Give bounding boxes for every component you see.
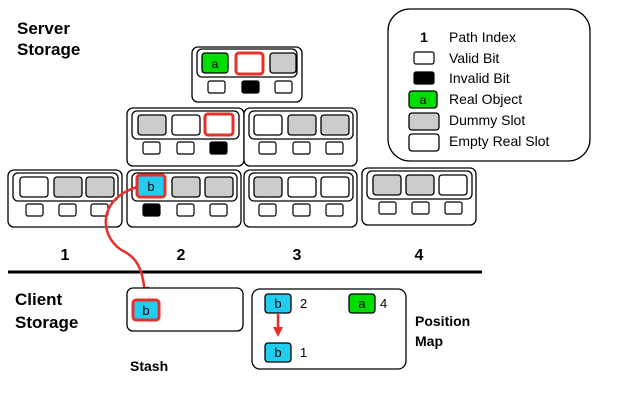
legend-label: Real Object	[449, 91, 522, 107]
dummy-slot	[287, 114, 317, 136]
dummy-slot	[204, 176, 234, 198]
valid-bit	[207, 80, 226, 94]
empty-slot	[253, 114, 283, 136]
stash-object	[131, 298, 161, 322]
invalid-bit	[241, 80, 260, 94]
server-storage-heading: Server	[17, 19, 70, 38]
position-map-label-2: Map	[415, 333, 443, 349]
client-storage-heading: Client	[15, 290, 63, 309]
empty-slot	[287, 176, 317, 198]
position-map-object-label: b	[274, 345, 281, 360]
dummy-slot	[171, 176, 201, 198]
client-storage-heading-2: Storage	[15, 313, 78, 332]
server-storage-heading-2: Storage	[17, 40, 80, 59]
empty-slot	[438, 174, 468, 196]
dummy-slot	[405, 174, 435, 196]
tree-leaf-bucket-3	[243, 169, 358, 228]
legend-label: Valid Bit	[449, 50, 499, 66]
position-map-object	[348, 293, 376, 314]
legend-label: Path Index	[449, 29, 516, 45]
path-index-label: 1	[61, 247, 70, 264]
position-map-object-label: a	[358, 296, 366, 311]
valid-bit	[274, 80, 293, 94]
path-index-label: 3	[293, 247, 302, 264]
empty-slot	[171, 114, 201, 136]
position-map-path: 1	[300, 345, 307, 360]
tree-level1-right-bucket	[243, 107, 358, 167]
legend-path-index-symbol: 1	[420, 29, 428, 45]
tree-leaf-bucket-4	[361, 167, 477, 226]
valid-bit	[292, 141, 311, 155]
legend-real-object-icon	[408, 90, 438, 109]
valid-bit	[176, 203, 195, 217]
valid-bit	[142, 141, 161, 155]
legend-empty-slot-icon	[408, 133, 440, 152]
stash-object-label: b	[142, 303, 149, 318]
empty-slot	[320, 176, 350, 198]
legend-invalid-bit-icon	[413, 71, 435, 85]
legend-label: Empty Real Slot	[449, 133, 549, 149]
slot-object-label: b	[147, 179, 154, 194]
valid-bit	[176, 141, 195, 155]
valid-bit	[411, 201, 430, 215]
legend-real-object-symbol: a	[420, 93, 427, 107]
valid-bit	[90, 203, 109, 217]
empty-slot-highlighted	[203, 112, 235, 137]
position-map-object-label: b	[274, 296, 281, 311]
real-object-slot	[201, 52, 229, 74]
position-map-object	[264, 293, 292, 314]
valid-bit	[444, 201, 463, 215]
eviction-arrow	[104, 185, 150, 297]
position-map-path: 2	[300, 296, 307, 311]
dummy-slot	[53, 176, 83, 198]
legend-label: Invalid Bit	[449, 70, 510, 86]
stash-box: b	[126, 287, 244, 332]
dummy-slot	[85, 176, 115, 198]
position-map-box: b 2 a 4 b 1	[251, 288, 407, 370]
legend-valid-bit-icon	[413, 51, 435, 65]
dummy-slot	[253, 176, 283, 198]
real-object-slot-highlighted	[135, 173, 167, 199]
valid-bit	[258, 203, 277, 217]
position-map-object	[264, 342, 292, 363]
valid-bit	[25, 203, 44, 217]
stash-label: Stash	[130, 358, 168, 374]
dummy-slot	[372, 174, 402, 196]
tree-leaf-bucket-2: b	[126, 169, 242, 228]
invalid-bit	[142, 203, 161, 217]
legend: 1 Path Index Valid Bit Invalid Bit a Rea…	[387, 8, 591, 162]
tree-level1-left-bucket	[126, 107, 245, 167]
position-map-label: Position	[415, 313, 470, 329]
valid-bit	[292, 203, 311, 217]
path-index-label: 4	[415, 247, 424, 264]
valid-bit	[209, 203, 228, 217]
legend-label: Dummy Slot	[449, 112, 525, 128]
valid-bit	[325, 203, 344, 217]
valid-bit	[378, 201, 397, 215]
invalid-bit	[209, 141, 228, 155]
tree-leaf-bucket-1	[7, 169, 123, 228]
dummy-slot	[137, 114, 167, 136]
path-index-label: 2	[177, 247, 186, 264]
valid-bit	[325, 141, 344, 155]
tree-root-bucket: a	[191, 46, 303, 103]
legend-dummy-slot-icon	[408, 112, 440, 131]
empty-slot-highlighted	[234, 51, 265, 76]
empty-slot	[19, 176, 49, 198]
dummy-slot	[269, 52, 297, 74]
dummy-slot	[320, 114, 350, 136]
slot-object-label: a	[212, 57, 219, 71]
valid-bit	[258, 141, 277, 155]
position-map-path: 4	[380, 296, 387, 311]
valid-bit	[58, 203, 77, 217]
